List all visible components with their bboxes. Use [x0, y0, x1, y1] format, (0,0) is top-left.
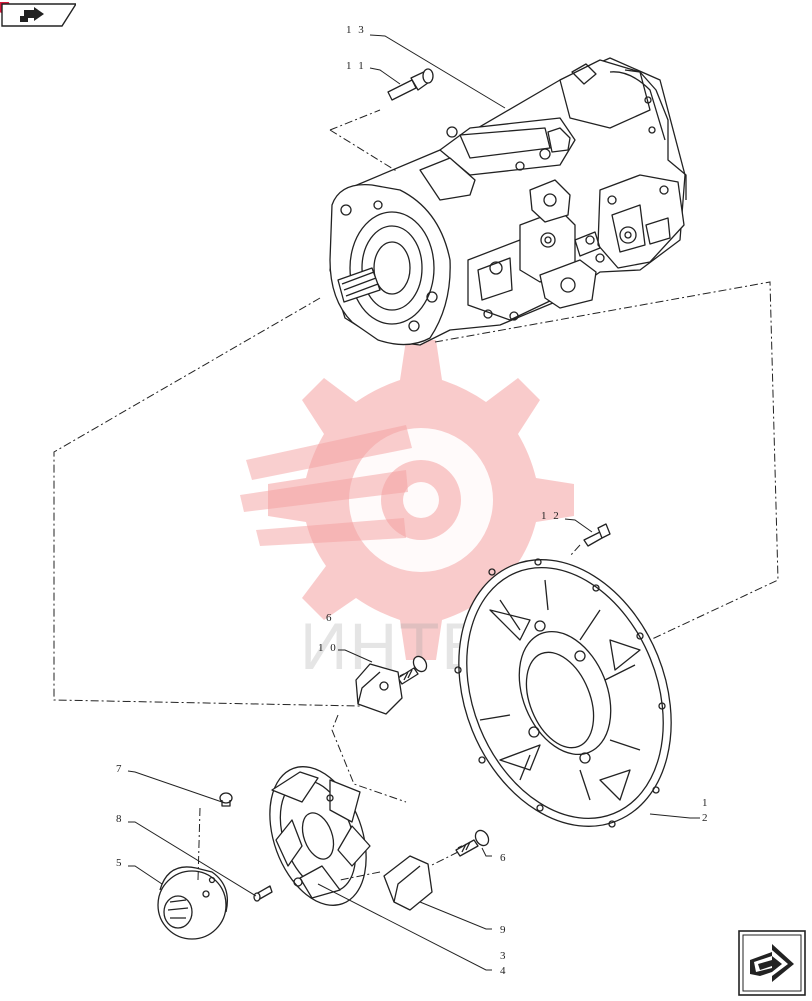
next-page-button[interactable] — [738, 930, 806, 996]
callout-5: 5 — [116, 857, 124, 869]
coupling-body — [269, 766, 371, 906]
previous-page-button[interactable] — [0, 0, 78, 28]
next-page-arrow-icon — [750, 944, 794, 982]
callout-11: 1 1 — [346, 60, 366, 72]
back-arrow-icon — [20, 7, 44, 22]
pin-8 — [253, 885, 273, 902]
bolt-12 — [583, 523, 611, 547]
callout-13: 1 3 — [346, 24, 366, 36]
callout-7: 7 — [116, 763, 124, 775]
flywheel-housing — [454, 558, 672, 828]
callout-3: 3 — [500, 950, 508, 962]
callout-8: 8 — [116, 813, 124, 825]
bolt-11 — [387, 68, 434, 101]
callout-1: 1 — [702, 797, 710, 809]
callout-6-upper: 6 — [326, 612, 334, 624]
rubber-element-9 — [383, 855, 433, 911]
callout-6-lower: 6 — [500, 852, 508, 864]
bolt-6-lower — [455, 829, 490, 857]
rubber-element-10 — [355, 663, 403, 715]
callout-2: 2 — [702, 812, 710, 824]
callout-12: 1 2 — [541, 510, 561, 522]
set-screw-7 — [219, 792, 233, 807]
callout-4: 4 — [500, 965, 508, 977]
callout-9: 9 — [500, 924, 508, 936]
callout-10: 1 0 — [318, 642, 338, 654]
hub-5 — [157, 866, 229, 940]
hydraulic-pump-assembly — [329, 57, 687, 346]
bolt-6-upper — [397, 655, 428, 685]
